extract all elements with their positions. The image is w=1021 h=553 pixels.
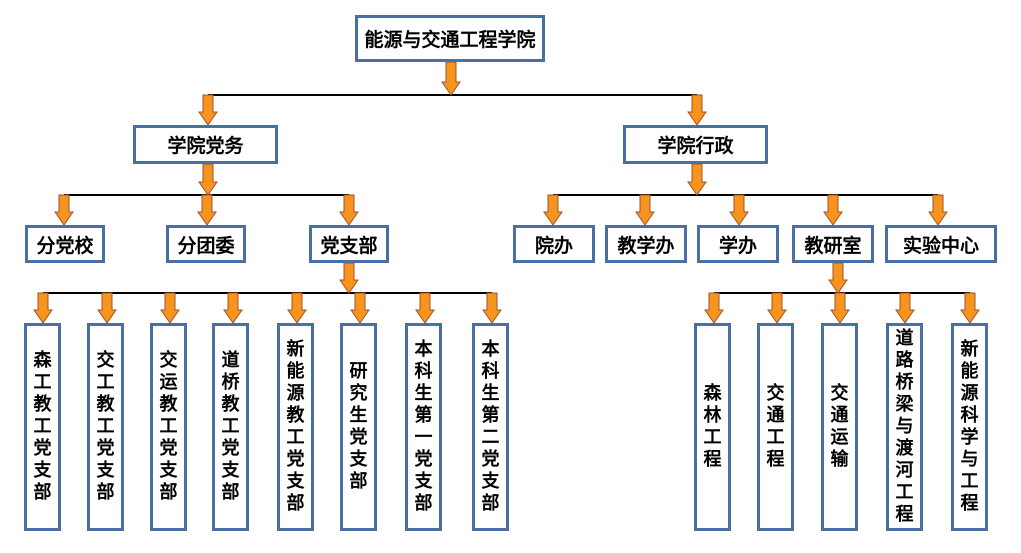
section-label: 交通运输 [830, 383, 849, 470]
branch-box: 研究生党支部 [340, 323, 377, 531]
branch-label: 新能源教工党支部 [286, 339, 305, 514]
teaching-office-label: 教学办 [617, 234, 675, 257]
branch-label: 交工教工党支部 [96, 350, 115, 503]
branch-box: 交运教工党支部 [150, 323, 187, 531]
dean-office-node: 院办 [513, 225, 595, 263]
arrow-down [339, 194, 359, 226]
arrow-down [830, 292, 850, 324]
arrow-down [543, 194, 563, 226]
section-label: 交通工程 [766, 383, 785, 470]
arrow-down [767, 292, 787, 324]
arrow-down [54, 194, 74, 226]
arrow-down [350, 292, 370, 324]
section-label: 新能源科学与工程 [960, 339, 979, 514]
teaching-research-label: 教研室 [804, 234, 862, 257]
teaching-research-node: 教研室 [792, 225, 874, 263]
arrow-down [339, 262, 359, 294]
arrow-down [197, 194, 217, 226]
lab-center-label: 实验中心 [902, 234, 979, 257]
section-label: 森林工程 [703, 383, 722, 470]
party-school-label: 分党校 [36, 234, 94, 257]
arrow-down [823, 194, 843, 226]
section-box: 新能源科学与工程 [951, 323, 988, 531]
branch-label: 本科生第二党支部 [481, 339, 500, 514]
party-school-node: 分党校 [25, 225, 105, 263]
party-affairs-label: 学院党务 [167, 135, 244, 157]
administration-label: 学院行政 [657, 135, 734, 157]
arrow-down [415, 292, 435, 324]
branch-box: 本科生第二党支部 [472, 323, 509, 531]
branch-label: 研究生党支部 [349, 361, 368, 492]
arrow-down [928, 194, 948, 226]
branch-box: 交工教工党支部 [87, 323, 124, 531]
root-node: 能源与交通工程学院 [355, 15, 545, 62]
arrow-down [704, 292, 724, 324]
arrow-down [287, 292, 307, 324]
section-box: 交通工程 [757, 323, 794, 531]
branch-label: 道桥教工党支部 [221, 350, 240, 503]
branch-box: 森工教工党支部 [24, 323, 61, 531]
root-label: 能源与交通工程学院 [364, 29, 536, 51]
arrow-down [729, 194, 749, 226]
administration-node: 学院行政 [623, 125, 768, 164]
arrow-down [198, 94, 218, 126]
branch-label: 交运教工党支部 [159, 350, 178, 503]
arrow-down [33, 292, 53, 324]
student-office-node: 学办 [697, 225, 779, 263]
arrow-down [687, 94, 707, 126]
branch-box: 新能源教工党支部 [277, 323, 314, 531]
section-box: 交通运输 [821, 323, 858, 531]
branch-label: 森工教工党支部 [33, 350, 52, 503]
branch-box: 道桥教工党支部 [212, 323, 249, 531]
branch-label: 本科生第一党支部 [414, 339, 433, 514]
connector-arrows [33, 61, 980, 324]
arrow-down [160, 292, 180, 324]
section-box: 道路桥梁与渡河工程 [886, 323, 923, 531]
party-branch-node: 党支部 [309, 225, 389, 263]
arrow-down [828, 262, 848, 294]
arrow-down [223, 292, 243, 324]
youth-league-label: 分团委 [177, 234, 235, 257]
arrow-down [687, 163, 707, 196]
party-branch-label: 党支部 [320, 234, 378, 257]
arrow-down [97, 292, 117, 324]
arrow-down [895, 292, 915, 324]
arrow-down [482, 292, 502, 324]
arrow-down [441, 61, 461, 96]
youth-league-node: 分团委 [166, 225, 246, 263]
lab-center-node: 实验中心 [885, 225, 997, 263]
section-box: 森林工程 [694, 323, 731, 531]
arrow-down [635, 194, 655, 226]
arrow-down [960, 292, 980, 324]
party-affairs-node: 学院党务 [133, 125, 278, 164]
branch-box: 本科生第一党支部 [405, 323, 442, 531]
dean-office-label: 院办 [534, 234, 573, 257]
arrow-down [198, 163, 218, 196]
student-office-label: 学办 [718, 234, 757, 257]
teaching-office-node: 教学办 [605, 225, 687, 263]
section-label: 道路桥梁与渡河工程 [895, 328, 914, 525]
